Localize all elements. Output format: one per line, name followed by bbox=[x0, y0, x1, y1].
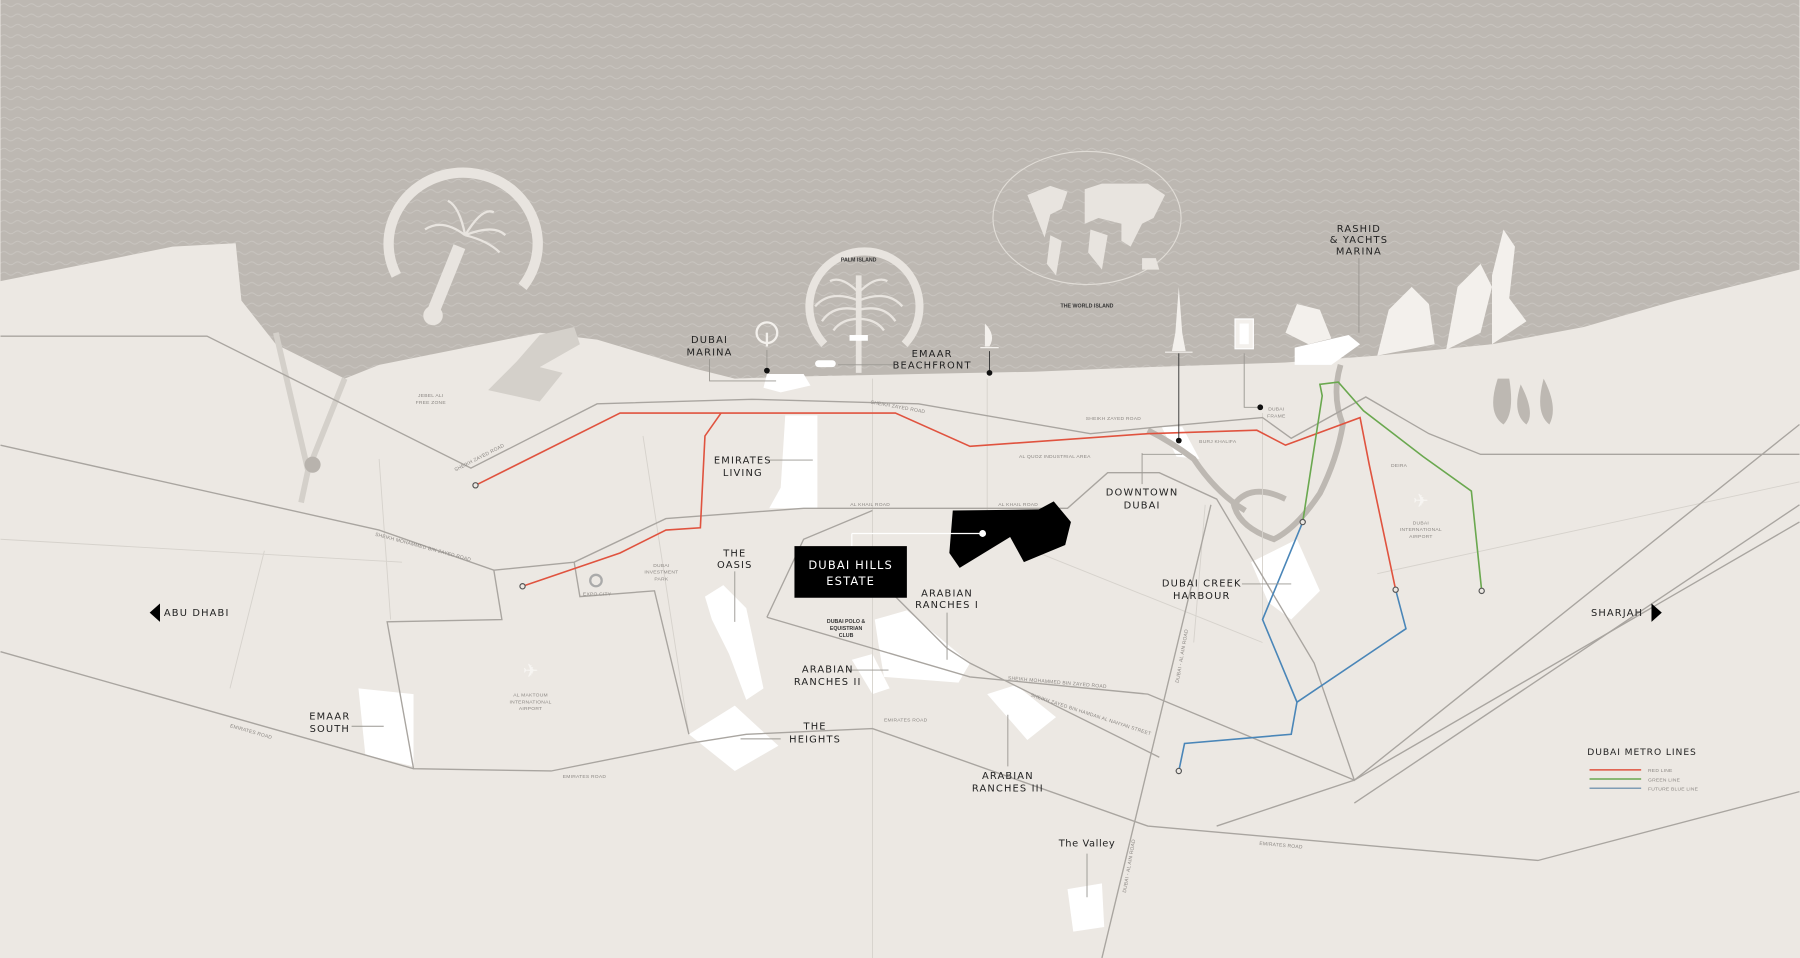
airplane-icon: ✈ bbox=[1413, 491, 1428, 511]
label-ranches3-2: RANCHES III bbox=[972, 784, 1044, 795]
label-heights-2: HEIGHTS bbox=[789, 734, 841, 745]
dubai-frame-icon bbox=[1234, 318, 1264, 411]
arrow-right-icon bbox=[1651, 603, 1662, 622]
dubai-hills-label-2: ESTATE bbox=[826, 574, 875, 588]
label-expo-city: EXPO CITY bbox=[583, 591, 612, 597]
label-al-quoz: AL QUOZ INDUSTRIAL AREA bbox=[1019, 454, 1091, 460]
label-heights: THE bbox=[803, 722, 827, 733]
legend-red-line: RED LINE bbox=[1648, 768, 1673, 774]
label-dubai-frame: DUBAI bbox=[1268, 407, 1284, 413]
label-rashid-2: & YACHTS bbox=[1330, 235, 1388, 246]
label-downtown: DOWNTOWN bbox=[1106, 488, 1179, 499]
legend-green-line: GREEN LINE bbox=[1648, 777, 1681, 783]
label-polo-2: EQUISTRIAN bbox=[830, 626, 863, 632]
dubai-hills-estate-label-box[interactable] bbox=[794, 546, 907, 598]
label-er-2: EMIRATES ROAD bbox=[884, 718, 928, 724]
label-rashid: RASHID bbox=[1337, 224, 1381, 235]
label-dip-2: INVESTMENT bbox=[644, 570, 678, 576]
jebel-ali-island bbox=[304, 456, 321, 473]
label-emaar-beachfront-2: BEACHFRONT bbox=[893, 360, 972, 371]
leader-lines bbox=[351, 258, 1360, 898]
burj-khalifa-icon bbox=[1165, 286, 1193, 444]
metro-stations bbox=[472, 482, 1485, 775]
jebel-ali-port bbox=[488, 326, 580, 402]
sea bbox=[0, 0, 1800, 379]
direction-abu-dhabi[interactable]: ABU DHABI bbox=[149, 603, 230, 622]
red-line-branch bbox=[522, 412, 722, 588]
label-dxb-2: INTERNATIONAL bbox=[1400, 527, 1442, 533]
legend-title: DUBAI METRO LINES bbox=[1587, 747, 1697, 758]
label-szr-3: SHEIKH ZAYED ROAD bbox=[1086, 416, 1141, 422]
label-palm-island: PALM ISLAND bbox=[841, 258, 877, 264]
label-dwc: AL MAKTOUM bbox=[513, 692, 548, 698]
label-creek: DUBAI CREEK bbox=[1162, 578, 1242, 589]
label-dubai-marina-2: MARINA bbox=[687, 348, 733, 359]
legend-blue-line: FUTURE BLUE LINE bbox=[1648, 786, 1699, 792]
label-al-khail-1: AL KHAIL ROAD bbox=[850, 502, 890, 508]
label-creek-2: HARBOUR bbox=[1173, 591, 1230, 602]
dubai-creek bbox=[1146, 364, 1346, 543]
dubai-hills-estate-area bbox=[949, 501, 1071, 568]
label-emirates-living: EMIRATES bbox=[714, 456, 772, 467]
dubai-hills-label: DUBAI HILLS bbox=[808, 558, 893, 572]
arrow-left-icon bbox=[149, 603, 160, 622]
label-dxb: DUBAI bbox=[1413, 520, 1429, 526]
metro-lines bbox=[475, 381, 1483, 772]
label-dip-3: PARK bbox=[654, 577, 668, 583]
direction-sharjah[interactable]: SHARJAH bbox=[1591, 603, 1662, 622]
label-jebel-ali: JEBEL ALI bbox=[418, 393, 443, 399]
label-dubai-frame-2: FRAME bbox=[1267, 414, 1286, 420]
label-world-island: THE WORLD ISLAND bbox=[1061, 303, 1114, 309]
label-emaar-south: EMAAR bbox=[309, 711, 350, 722]
airplane-icon: ✈ bbox=[523, 661, 538, 681]
jebel-ali-breakwater bbox=[273, 332, 348, 504]
label-er-4: EMIRATES ROAD bbox=[1259, 841, 1303, 851]
green-line bbox=[1301, 381, 1483, 591]
lagoons bbox=[1493, 378, 1553, 425]
palm-jebel-ali-icon bbox=[383, 167, 543, 326]
label-rashid-3: MARINA bbox=[1336, 247, 1382, 258]
roads bbox=[0, 335, 1800, 958]
label-al-khail-2: AL KHAIL ROAD bbox=[998, 502, 1038, 508]
label-jebel-ali-2: FREE ZONE bbox=[416, 400, 447, 406]
label-ranches1: ARABIAN bbox=[921, 589, 973, 600]
label-downtown-2: DUBAI bbox=[1124, 500, 1161, 511]
label-emirates-living-2: LIVING bbox=[723, 468, 763, 479]
deira-islands bbox=[1285, 229, 1527, 356]
label-er-3: EMIRATES ROAD bbox=[563, 774, 607, 780]
label-dubai-marina: DUBAI bbox=[691, 335, 728, 346]
label-sharjah: SHARJAH bbox=[1591, 608, 1643, 619]
label-ranches1-2: RANCHES I bbox=[915, 600, 979, 611]
blue-line bbox=[1178, 521, 1407, 772]
label-abu-dhabi: ABU DHABI bbox=[164, 608, 230, 619]
label-dip: DUBAI bbox=[653, 563, 669, 569]
label-the-valley: The Valley bbox=[1058, 839, 1116, 850]
label-ranches2-2: RANCHES II bbox=[794, 677, 862, 688]
ain-dubai-icon bbox=[755, 321, 779, 374]
burj-al-arab-icon bbox=[980, 323, 999, 376]
label-deira: DEIRA bbox=[1391, 463, 1408, 469]
community-areas bbox=[358, 335, 1361, 932]
label-ranches2: ARABIAN bbox=[802, 664, 854, 675]
place-labels: DUBAI MARINA EMAAR BEACHFRONT RASHID & Y… bbox=[309, 224, 1388, 850]
red-line bbox=[475, 412, 1397, 590]
label-polo: DUBAI POLO & bbox=[827, 619, 866, 625]
world-islands-icon bbox=[992, 150, 1182, 286]
label-burj-khalifa: BURJ KHALIFA bbox=[1199, 439, 1237, 445]
label-oasis: THE bbox=[722, 548, 746, 559]
expo-city-icon bbox=[589, 573, 603, 588]
label-dwc-3: AIRPORT bbox=[519, 706, 542, 712]
palm-jumeirah-icon bbox=[805, 247, 924, 373]
label-ranches3: ARABIAN bbox=[982, 771, 1034, 782]
label-dxb-3: AIRPORT bbox=[1409, 534, 1432, 540]
label-emaar-beachfront: EMAAR bbox=[912, 349, 953, 360]
label-oasis-2: OASIS bbox=[717, 560, 753, 571]
label-polo-3: CLUB bbox=[839, 633, 854, 639]
label-emaar-south-2: SOUTH bbox=[310, 724, 350, 735]
metro-legend: DUBAI METRO LINES RED LINE GREEN LINE FU… bbox=[1587, 747, 1698, 793]
label-dwc-2: INTERNATIONAL bbox=[510, 699, 552, 705]
